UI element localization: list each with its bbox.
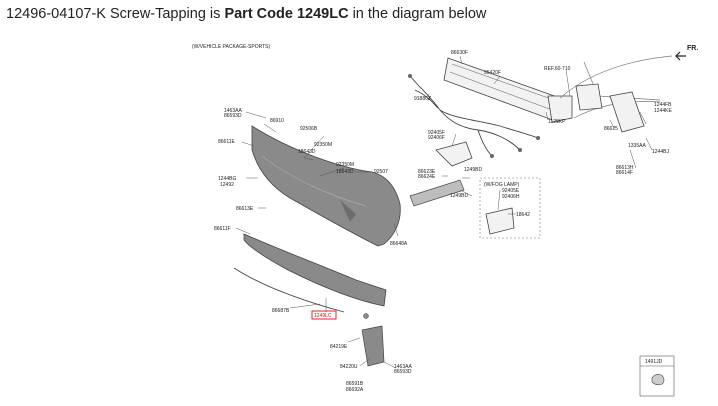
fog-lamp-box-title: (W/FOG LAMP) xyxy=(484,182,520,188)
label-86593D: 86593D xyxy=(224,113,242,119)
inset-part-box: 1491JD xyxy=(639,355,675,397)
label-86623E: 86623E xyxy=(418,169,436,175)
clip-icon xyxy=(651,374,665,386)
lower-bracket xyxy=(361,313,385,367)
label-84220U: 84220U xyxy=(340,364,358,370)
headline-prefix: 12496-04107-K Screw-Tapping is xyxy=(6,6,225,22)
label-1249BD-b: 1249BD xyxy=(450,193,468,199)
bumper-mounting-bracket xyxy=(435,141,473,167)
label-1249BD-a: 1249BD xyxy=(464,167,482,173)
label-95420F: 95420F xyxy=(484,70,501,76)
inset-box-label: 1491JD xyxy=(645,359,663,365)
label-86648A: 86648A xyxy=(390,241,408,247)
label-1129KP: 1129KP xyxy=(548,119,566,125)
label-92506B: 92506B xyxy=(300,126,318,132)
label-ref-60-710: REF.60-710 xyxy=(544,66,571,72)
package-note: (W/VEHICLE PACKAGE-SPORTS) xyxy=(192,44,270,50)
headline-suffix: in the diagram below xyxy=(348,6,487,22)
label-1244BJ: 1244BJ xyxy=(652,149,669,155)
label-1463AA: 1463AA xyxy=(224,108,242,114)
rear-bumper-cover xyxy=(251,125,401,247)
label-86687B: 86687B xyxy=(272,308,290,314)
label-86611E: 86611E xyxy=(218,139,236,145)
vehicle-body-outline xyxy=(559,55,673,133)
page-headline: 12496-04107-K Screw-Tapping is Part Code… xyxy=(6,6,486,22)
label-12492: 12492 xyxy=(220,182,234,188)
label-86910: 86910 xyxy=(270,118,284,124)
direction-arrow-icon xyxy=(675,51,686,61)
leader-lines xyxy=(235,55,653,369)
label-1463AA-b: 1463AA xyxy=(394,364,412,370)
rear-reflector xyxy=(409,179,465,207)
highlight-box xyxy=(311,310,337,320)
label-1249LC-highlighted: 1249LC xyxy=(314,313,332,319)
direction-label: FR. xyxy=(687,45,698,52)
label-92406F: 92406F xyxy=(428,135,445,141)
label-84219E: 84219E xyxy=(330,344,348,350)
bumper-beam xyxy=(443,57,573,123)
label-18643D-b: 18643D xyxy=(336,169,354,175)
fog-lamp-box: (W/FOG LAMP) xyxy=(479,177,541,239)
label-1244BG: 1244BG xyxy=(218,176,236,182)
front-direction-indicator: FR. xyxy=(675,45,698,61)
label-86613E: 86613E xyxy=(236,206,254,212)
lower-diffuser xyxy=(233,233,387,313)
label-86593D-b: 86593D xyxy=(394,369,412,375)
label-1244KE: 1244KE xyxy=(654,108,672,114)
label-86591B: 86591B xyxy=(346,381,364,387)
label-86611F: 86611F xyxy=(214,226,231,232)
label-86624E: 86624E xyxy=(418,174,436,180)
label-92350M-a: 92350M xyxy=(314,142,332,148)
label-92406H: 92406H xyxy=(502,194,520,200)
label-18643D-a: 18643D xyxy=(298,149,316,155)
label-92405E: 92405E xyxy=(502,188,520,194)
wiring-harness xyxy=(408,74,540,158)
label-86692A: 86692A xyxy=(346,387,364,393)
label-86614F: 86614F xyxy=(616,170,633,176)
label-91880Z: 91880Z xyxy=(414,96,431,102)
label-86630F: 86630F xyxy=(451,50,468,56)
label-86625: 86625 xyxy=(604,126,618,132)
label-18642: 18642 xyxy=(516,212,530,218)
label-92405F: 92405F xyxy=(428,130,445,136)
part-labels: 86630F 95420F REF.60-710 91880Z 1463AA 8… xyxy=(214,50,672,393)
label-1335AA: 1335AA xyxy=(628,143,646,149)
label-1244FB: 1244FB xyxy=(654,102,672,108)
label-86613H: 86613H xyxy=(616,165,634,171)
label-92350M-b: 92350M xyxy=(336,162,354,168)
headline-part-code: Part Code 1249LC xyxy=(224,6,349,22)
label-92507: 92507 xyxy=(374,169,388,175)
